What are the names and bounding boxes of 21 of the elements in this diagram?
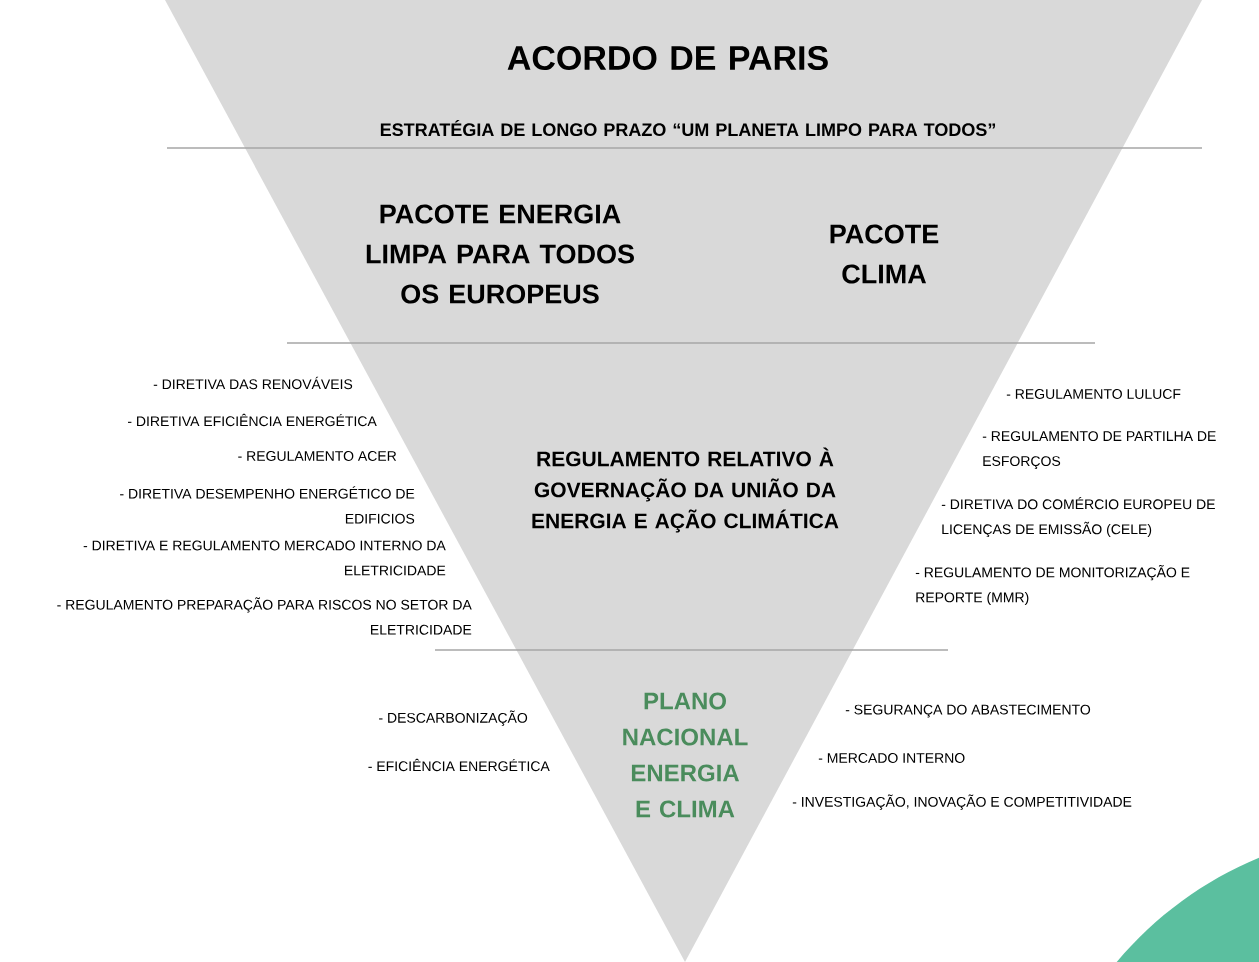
list-item: - DIRETIVA DO COMÉRCIO EUROPEU DE LICENÇAS DE EMISSÃO (CELE) xyxy=(941,496,1215,538)
package-title: PACOTE CLIMA xyxy=(830,224,939,284)
list-item: - DIRETIVA E REGULAMENTO MERCADO INTERNO DA ELETRICIDADE xyxy=(83,540,446,576)
list-item: - REGULAMENTO DE PARTILHA DE ESFORÇOS xyxy=(982,431,1216,469)
regulation-title: REGULAMENTO RELATIVO À GOVERNAÇÃO DA UNIÃO DA ENERGIA E AÇÃO CLIMÁTICA xyxy=(532,447,839,533)
list-item: - REGULAMENTO PREPARAÇÃO PARA RISCOS NO SETOR DA ELETRICIDADE xyxy=(57,597,472,635)
package-title: PACOTE ENERGIA LIMPA PARA TODOS OS EUROPEUS xyxy=(366,204,634,304)
list-item: - DESCARBONIZAÇÃO xyxy=(379,710,528,726)
list-item: - DIRETIVA EFICIÊNCIA ENERGÉTICA xyxy=(128,413,377,427)
subheading: ESTRATÉGIA DE LONGO PRAZO “UM PLANETA LIMPO PARA TODOS” xyxy=(380,119,995,137)
list-item: - DIRETIVA DESEMPENHO ENERGÉTICO DE EDIFICIOS xyxy=(120,486,415,524)
list-item: - REGULAMENTO DE MONITORIZAÇÃO E REPORTE (MMR) xyxy=(915,564,1190,606)
list-item: - MERCADO INTERNO xyxy=(818,753,965,763)
list-item: - DIRETIVA DAS RENOVÁVEIS xyxy=(153,376,353,390)
heading: ACORDO DE PARIS xyxy=(507,45,828,71)
list-item: - REGULAMENTO ACER xyxy=(238,451,397,461)
list-item: - SEGURANÇA DO ABASTECIMENTO xyxy=(845,704,1091,718)
list-item: - INVESTIGAÇÃO, INOVAÇÃO E COMPETITIVIDADE xyxy=(792,794,1132,810)
list-item: - REGULAMENTO LULUCF xyxy=(1006,389,1181,399)
list-item: - EFICIÊNCIA ENERGÉTICA xyxy=(368,758,550,772)
plan-title: PLANO NACIONAL ENERGIA E CLIMA xyxy=(623,692,748,818)
